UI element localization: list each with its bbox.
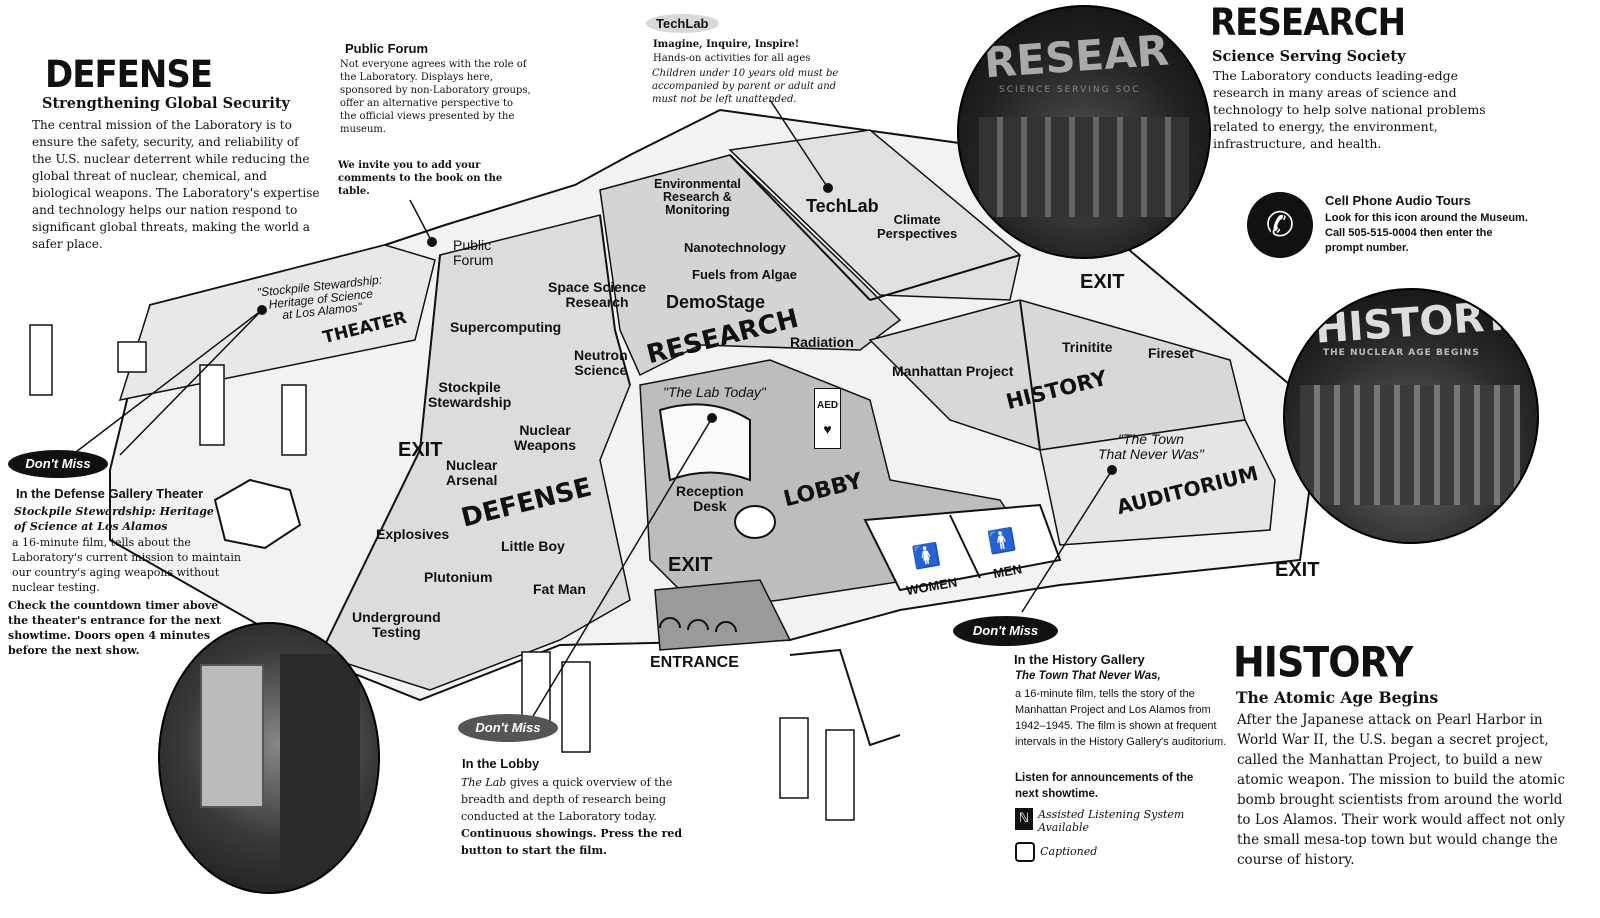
defense-subtitle: Strengthening Global Security <box>42 95 290 112</box>
research-body: The Laboratory conducts leading-edge res… <box>1213 68 1486 151</box>
label-fireset: Fireset <box>1148 345 1194 361</box>
label-fuels: Fuels from Algae <box>692 267 797 282</box>
aed-sign: AED ♥ <box>814 388 842 449</box>
label-env-research: Environmental Research & Monitoring <box>654 177 741 218</box>
women-label: WOMEN <box>905 574 959 599</box>
exit-label-defense: EXIT <box>398 439 443 461</box>
assisted-listening-row: ℕ Assisted Listening System Available <box>1015 808 1208 835</box>
research-photo-sign: RESEAR <box>982 25 1171 88</box>
dont-miss-badge-history: Don't Miss <box>953 616 1058 646</box>
label-manhattan: Manhattan Project <box>892 363 1014 379</box>
theater-heading: In the Defense Gallery Theater <box>16 486 204 501</box>
label-plutonium: Plutonium <box>424 569 493 585</box>
ear-icon: ℕ <box>1015 808 1033 830</box>
reception-desk <box>734 505 776 539</box>
assisted-label: Assisted Listening System Available <box>1038 808 1185 834</box>
cell-tours-body: Look for this icon around the Museum. Ca… <box>1325 212 1528 254</box>
label-town-never-was: "The Town That Never Was" <box>1098 431 1204 462</box>
techlab-line2: Hands-on activities for all ages <box>653 53 811 64</box>
caption-icon <box>1015 841 1035 862</box>
label-underground-testing: Underground Testing <box>352 609 441 640</box>
techlab-note: Children under 10 years old must be acco… <box>652 68 839 105</box>
label-explosives: Explosives <box>376 526 450 542</box>
history-photo-subsign: THE NUCLEAR AGE BEGINS <box>1323 348 1480 358</box>
label-radiation: Radiation <box>790 334 854 350</box>
theater-film: Stockpile Stewardship: Heritage of Scien… <box>14 505 214 533</box>
techlab-title: TechLab <box>646 14 719 33</box>
lab-today-wall <box>658 403 751 482</box>
history-body: After the Japanese attack on Pearl Harbo… <box>1237 712 1566 868</box>
captioned-row: Captioned <box>1015 841 1097 862</box>
theater-photo <box>158 622 380 894</box>
label-nuclear-weapons: Nuclear Weapons <box>514 422 576 453</box>
techlab-line1: Imagine, Inquire, Inspire! <box>653 39 800 50</box>
lobby-heading: In the Lobby <box>462 756 540 771</box>
public-forum-body: Not everyone agrees with the role of the… <box>340 59 531 135</box>
lobby-note: Continuous showings. Press the red butto… <box>461 827 683 857</box>
techlab-floor <box>728 129 1021 301</box>
label-techlab: TechLab <box>806 196 879 216</box>
callout-lines <box>71 99 1113 719</box>
history-dont-miss-film: The Town That Never Was, <box>1015 670 1161 682</box>
research-gallery-floor <box>599 154 902 377</box>
defense-title: DEFENSE <box>45 53 213 97</box>
theater-note: Check the countdown timer above the thea… <box>8 599 222 657</box>
label-fat-man: Fat Man <box>533 581 586 597</box>
label-neutron-science: Neutron Science <box>574 347 628 378</box>
exit-label-north: EXIT <box>1080 271 1125 293</box>
lobby-text: The Lab gives a quick overview of the br… <box>461 774 706 859</box>
restroom-block <box>863 503 1062 592</box>
dont-miss-badge-theater: Don't Miss <box>8 450 108 478</box>
label-nuclear-arsenal: Nuclear Arsenal <box>446 457 498 488</box>
research-title: RESEARCH <box>1210 1 1406 45</box>
entrance-vestibule <box>654 579 792 651</box>
history-dont-miss-desc: a 16-minute film, tells the story of the… <box>1015 688 1227 748</box>
aed-label: AED <box>817 399 839 411</box>
label-stockpile-stewardship: Stockpile Stewardship <box>428 379 512 410</box>
label-reception: Reception Desk <box>676 483 744 514</box>
history-subtitle: The Atomic Age Begins <box>1236 688 1439 707</box>
label-nanotech: Nanotechnology <box>684 240 786 255</box>
label-space-science: Space Science Research <box>548 279 647 310</box>
auditorium-floor <box>1039 419 1276 546</box>
label-climate: Climate Perspectives <box>877 212 958 241</box>
public-forum-title: Public Forum <box>345 41 429 56</box>
history-title: HISTORY <box>1233 637 1413 687</box>
research-subtitle: Science Serving Society <box>1212 48 1406 65</box>
label-public-forum: Public Forum <box>453 237 494 268</box>
history-photo: HISTORY THE NUCLEAR AGE BEGINS <box>1283 288 1539 544</box>
label-little-boy: Little Boy <box>501 538 565 554</box>
lobby-film: The Lab <box>461 776 507 789</box>
captioned-label: Captioned <box>1040 845 1098 858</box>
label-trinitite: Trinitite <box>1062 339 1113 355</box>
women-icon: 🚺 <box>910 540 942 571</box>
cell-tours-title: Cell Phone Audio Tours <box>1325 193 1471 208</box>
label-lab-today: "The Lab Today" <box>663 384 766 400</box>
theater-floor <box>118 244 436 401</box>
history-dont-miss-note: Listen for announcements of the next sho… <box>1015 772 1194 800</box>
heart-icon: ♥ <box>823 420 832 437</box>
public-forum-invite: We invite you to add your comments to th… <box>338 160 503 197</box>
men-icon: 🚹 <box>986 525 1018 556</box>
lobby-desc: gives a quick overview of the breadth an… <box>461 776 673 823</box>
exit-label-main: EXIT <box>668 554 713 576</box>
exit-label-east: EXIT <box>1275 559 1320 581</box>
label-demostage: DemoStage <box>666 292 766 312</box>
cell-phone-icon: ✆ <box>1247 192 1313 258</box>
dont-miss-badge-lobby: Don't Miss <box>458 714 558 742</box>
entrance-label: ENTRANCE <box>650 654 739 671</box>
men-label: MEN <box>992 561 1024 582</box>
label-supercomputing: Supercomputing <box>450 319 562 335</box>
defense-body: The central mission of the Laboratory is… <box>32 118 320 251</box>
theater-desc: a 16-minute film, tells about the Labora… <box>12 536 241 594</box>
research-photo-subsign: SCIENCE SERVING SOC <box>999 85 1141 95</box>
history-dont-miss-heading: In the History Gallery <box>1014 652 1145 667</box>
research-photo: RESEAR SCIENCE SERVING SOC <box>957 5 1211 259</box>
